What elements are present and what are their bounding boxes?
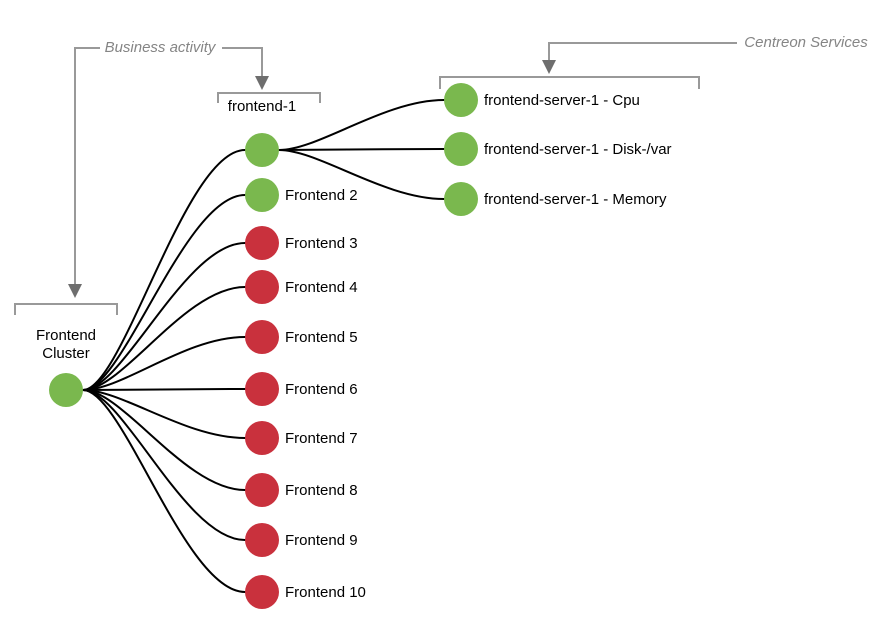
frontend-10-node-circle[interactable] <box>245 575 279 609</box>
service-edges <box>278 99 445 200</box>
frontend-8-node-circle[interactable] <box>245 473 279 507</box>
edge-cluster-frontend-4 <box>82 286 246 391</box>
service-disk-node-circle[interactable] <box>444 132 478 166</box>
cluster-edges <box>82 149 246 593</box>
annotation-business-activity: Business activity <box>14 39 321 315</box>
edge-cluster-frontend-1 <box>82 149 246 391</box>
node-frontend-5: Frontend 5 <box>245 320 358 354</box>
frontend-1-node-circle[interactable] <box>245 133 279 167</box>
frontend-5-node-circle[interactable] <box>245 320 279 354</box>
frontend-cluster-node-circle[interactable] <box>49 373 83 407</box>
node-frontend-1: frontend-1 <box>228 98 296 167</box>
frontend-10-label: Frontend 10 <box>285 584 366 601</box>
bracket-services <box>439 76 700 89</box>
service-cpu-node-circle[interactable] <box>444 83 478 117</box>
edge-cluster-frontend-3 <box>82 242 246 391</box>
node-frontend-2: Frontend 2 <box>245 178 358 212</box>
bracket-frontend-1 <box>217 92 321 103</box>
frontend-7-label: Frontend 7 <box>285 430 358 447</box>
frontend-9-label: Frontend 9 <box>285 532 358 549</box>
frontend-6-label: Frontend 6 <box>285 381 358 398</box>
frontend-7-node-circle[interactable] <box>245 421 279 455</box>
service-nodes: frontend-server-1 - Cpu frontend-server-… <box>444 83 672 216</box>
node-service-cpu: frontend-server-1 - Cpu <box>444 83 640 117</box>
frontend-1-label: frontend-1 <box>228 98 296 115</box>
edge-cluster-frontend-8 <box>82 389 246 491</box>
frontend-cluster-label-line1: Frontend <box>36 327 96 344</box>
service-cpu-label: frontend-server-1 - Cpu <box>484 92 640 109</box>
host-nodes: frontend-1 Frontend 2 Frontend 3 Fronten… <box>228 98 366 609</box>
frontend-9-node-circle[interactable] <box>245 523 279 557</box>
business-activity-connector-left <box>74 47 100 284</box>
down-arrow-icon <box>255 76 269 90</box>
centreon-services-label: Centreon Services <box>744 34 868 51</box>
frontend-5-label: Frontend 5 <box>285 329 358 346</box>
annotation-centreon-services: Centreon Services <box>439 34 868 89</box>
node-frontend-6: Frontend 6 <box>245 372 358 406</box>
centreon-services-connector <box>548 42 737 60</box>
node-frontend-8: Frontend 8 <box>245 473 358 507</box>
node-service-disk: frontend-server-1 - Disk-/var <box>444 132 672 166</box>
bracket-frontend-cluster <box>14 303 118 315</box>
edge-cluster-frontend-7 <box>82 389 246 439</box>
frontend-2-node-circle[interactable] <box>245 178 279 212</box>
business-activity-label: Business activity <box>105 39 217 56</box>
frontend-3-node-circle[interactable] <box>245 226 279 260</box>
edge-cluster-frontend-6 <box>82 388 246 391</box>
frontend-6-node-circle[interactable] <box>245 372 279 406</box>
service-memory-label: frontend-server-1 - Memory <box>484 191 667 208</box>
frontend-4-node-circle[interactable] <box>245 270 279 304</box>
service-disk-label: frontend-server-1 - Disk-/var <box>484 141 672 158</box>
node-frontend-10: Frontend 10 <box>245 575 366 609</box>
node-service-memory: frontend-server-1 - Memory <box>444 182 667 216</box>
node-frontend-3: Frontend 3 <box>245 226 358 260</box>
edge-cluster-frontend-5 <box>82 336 246 391</box>
node-frontend-4: Frontend 4 <box>245 270 358 304</box>
edge-cluster-frontend-10 <box>82 389 246 593</box>
edge-frontend1-memory <box>278 149 445 200</box>
edge-frontend1-cpu <box>278 99 445 151</box>
business-activity-connector-right <box>222 47 263 76</box>
node-frontend-9: Frontend 9 <box>245 523 358 557</box>
frontend-8-label: Frontend 8 <box>285 482 358 499</box>
edge-cluster-frontend-9 <box>82 389 246 541</box>
node-frontend-cluster: Frontend Cluster <box>36 327 96 407</box>
edge-cluster-frontend-2 <box>82 194 246 391</box>
node-frontend-7: Frontend 7 <box>245 421 358 455</box>
frontend-4-label: Frontend 4 <box>285 279 358 296</box>
edge-frontend1-disk <box>278 148 445 151</box>
service-memory-node-circle[interactable] <box>444 182 478 216</box>
down-arrow-icon <box>542 60 556 74</box>
frontend-2-label: Frontend 2 <box>285 187 358 204</box>
down-arrow-icon <box>68 284 82 298</box>
frontend-3-label: Frontend 3 <box>285 235 358 252</box>
frontend-cluster-label-line2: Cluster <box>42 345 90 362</box>
